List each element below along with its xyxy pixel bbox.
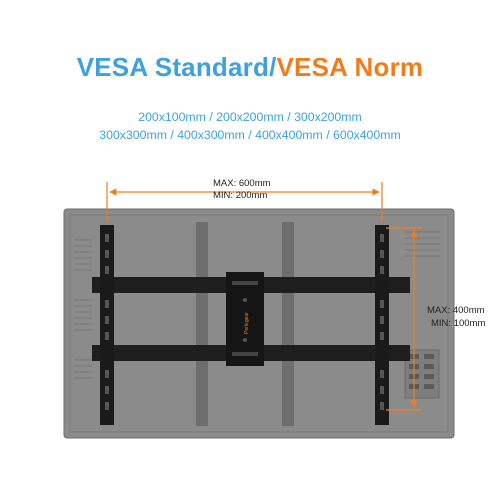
tv-vent-grille-left — [74, 239, 92, 379]
bracket-center-plate — [226, 272, 264, 366]
title-vesa-standard: VESA Standard/ — [76, 52, 277, 82]
vesa-sizes-line-2: 300x300mm / 400x300mm / 400x400mm / 600x… — [99, 128, 401, 142]
width-dimension-line — [106, 182, 383, 222]
height-max-label: MAX: 400mm — [427, 305, 485, 316]
brand-logo: Perlegear — [244, 312, 250, 334]
page-title: VESA Standard/VESA Norm — [0, 52, 500, 83]
rail-slots — [105, 234, 384, 410]
height-min-label: MIN: 100mm — [431, 318, 486, 329]
tv-input-ports — [404, 349, 440, 399]
bracket-inner-rails — [196, 222, 294, 426]
title-vesa-norm: VESA Norm — [276, 52, 424, 82]
vesa-sizes-line-1: 200x100mm / 200x200mm / 300x200mm — [138, 110, 362, 124]
height-dimension-line — [386, 227, 422, 411]
bracket-outer-rails — [100, 225, 389, 425]
width-min-label: MIN: 200mm — [213, 190, 268, 201]
width-max-label: MAX: 600mm — [213, 178, 271, 189]
